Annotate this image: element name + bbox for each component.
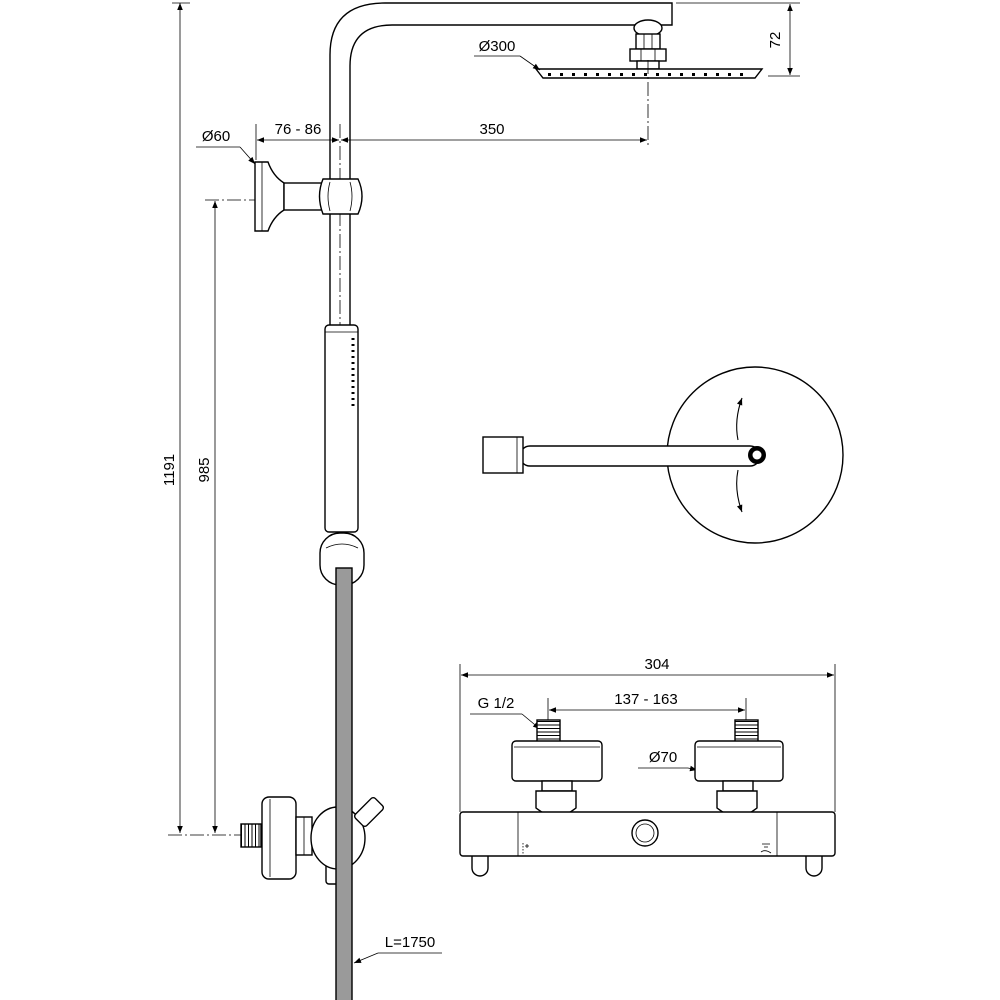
wall-bracket-top	[482, 436, 524, 474]
riser-pipe	[329, 2, 673, 327]
dimension-arm: 76 - 86 350	[255, 121, 647, 160]
handle-disc	[261, 796, 297, 880]
hand-shower-body	[324, 324, 359, 533]
thermostat-side-view	[240, 796, 385, 885]
head-height-label: 72	[767, 32, 784, 49]
rotate-arrow-up	[736, 397, 743, 441]
clamp-edge	[349, 181, 353, 212]
rotate-arrow-down	[736, 469, 743, 513]
head-diameter-callout: Ø300	[474, 38, 541, 71]
left-valve-nut	[541, 780, 573, 792]
wall-bracket	[254, 161, 363, 232]
wall-offset-label: 76 - 86	[275, 121, 322, 138]
bracket-diameter-callout: Ø60	[196, 128, 256, 165]
head-diameter-label: Ø300	[479, 38, 516, 55]
hex-nut	[629, 48, 667, 62]
bracket-height-label: 985	[196, 457, 213, 482]
bracket-diameter-label: Ø60	[202, 128, 230, 145]
safety-button-inner	[635, 823, 655, 843]
shower-head-top-view	[482, 366, 844, 544]
swivel-hub-center	[752, 450, 762, 460]
arm-length-label: 350	[479, 121, 504, 138]
hose-length-callout: L=1750	[353, 934, 442, 964]
total-height-label: 1191	[161, 454, 178, 486]
dimension-head-height: 72	[676, 2, 800, 77]
dimension-total-height: 1191	[161, 2, 248, 836]
shower-head-side	[534, 19, 764, 146]
flow-scale-icon	[760, 843, 772, 854]
hose-length-label: L=1750	[385, 934, 435, 951]
leader-line	[353, 952, 379, 964]
wall-flange	[254, 161, 285, 232]
leader-line	[519, 55, 541, 71]
dimension-bracket-height: 985	[196, 199, 258, 833]
clamp-edge	[327, 181, 331, 212]
holder-edge	[325, 543, 359, 549]
leader-line	[239, 146, 256, 165]
thermostat-front-view: 304 137 - 163 G 1/2 Ø70	[459, 656, 836, 877]
right-valve-nut	[722, 780, 754, 792]
thread-label: G 1/2	[478, 695, 515, 712]
pipe-clamp	[318, 178, 363, 215]
inlet-thread	[240, 823, 262, 848]
plus-icon	[525, 844, 529, 848]
inlet-spacing-label: 137 - 163	[614, 691, 677, 708]
shower-hose	[335, 567, 353, 1000]
mixer-width-label: 304	[644, 656, 669, 673]
outlet-spout	[353, 796, 385, 828]
hand-shower	[319, 324, 365, 586]
handle-diameter-label: Ø70	[649, 749, 677, 766]
bracket-arm	[283, 182, 325, 211]
shower-arm-top	[519, 445, 761, 467]
connector-nut	[635, 33, 661, 50]
